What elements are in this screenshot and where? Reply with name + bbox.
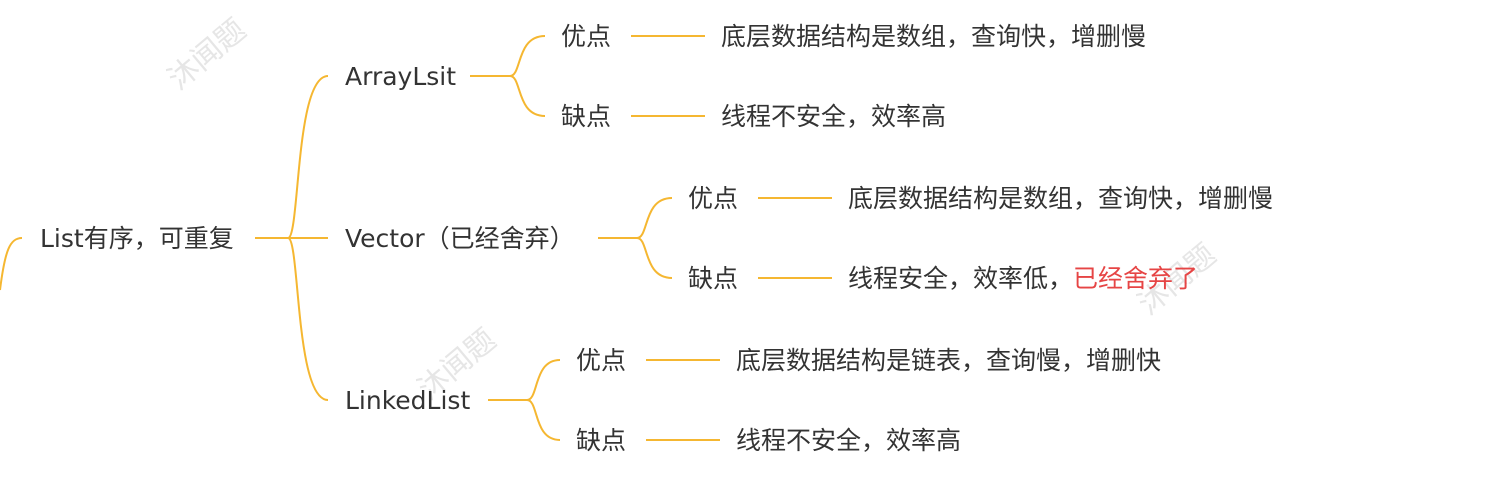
child-line [526,359,561,401]
cons-highlight: 已经舍弃了 [1073,264,1199,293]
pros-text: 底层数据结构是数组，查询快，增删慢 [721,22,1147,51]
pros-text: 底层数据结构是数组，查询快，增删慢 [848,184,1274,213]
cons-label: 缺点 [576,426,627,455]
cons-text: 线程不安全，效率高 [736,426,962,455]
pros-text: 底层数据结构是链表，查询慢，增删快 [736,346,1162,375]
cons-label: 缺点 [688,264,739,293]
pros-label: 优点 [576,346,627,375]
pros-label: 优点 [688,184,739,213]
cons-text: 线程安全，效率低，已经舍弃了 [848,264,1199,293]
pros-label: 优点 [561,22,612,51]
branch-line [287,237,329,401]
root-node: List有序，可重复 [40,224,234,253]
child-line [509,75,546,117]
branch-linkedlist: LinkedList [345,386,471,415]
child-line [526,399,561,441]
child-line [636,197,673,239]
cons-label: 缺点 [561,102,612,131]
branch-line [287,75,329,239]
branch-arraylist: ArrayLsit [345,62,457,91]
branch-vector: Vector（已经舍弃） [345,224,575,253]
root-incoming-line [0,237,23,291]
cons-text: 线程不安全，效率高 [721,102,947,131]
child-line [509,35,546,77]
child-line [636,237,673,279]
